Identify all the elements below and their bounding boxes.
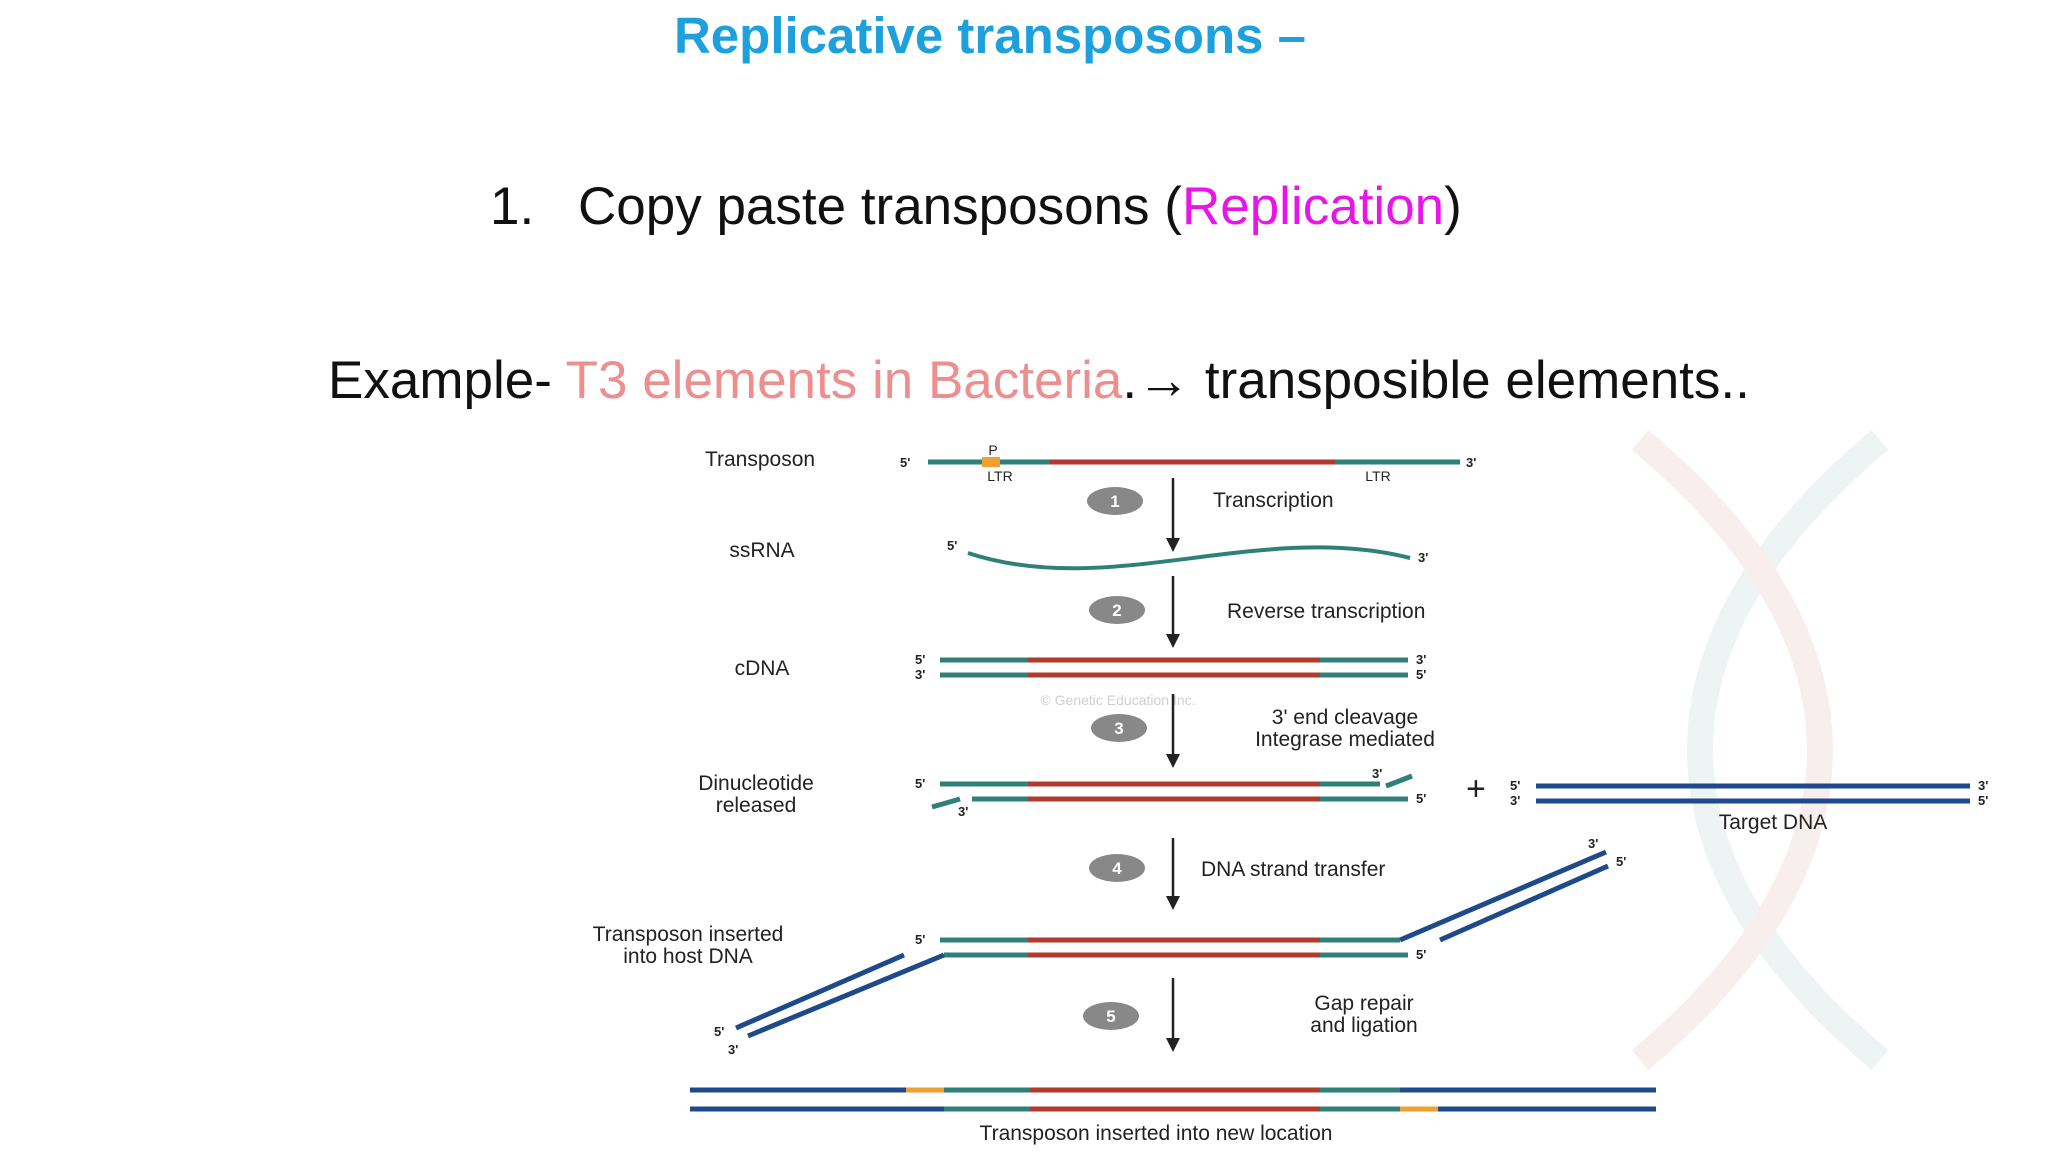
list-item-copy-paste: 1. Copy paste transposons (Replication)	[490, 176, 1462, 237]
step-number: 1	[1110, 492, 1119, 511]
label-final: Transposon inserted into new location	[980, 1122, 1333, 1145]
end-5-r5d: 5'	[1616, 854, 1626, 869]
example-line: Example- T3 elements in Bacteria.→ trans…	[328, 350, 1750, 411]
label-ltr-right: LTR	[1365, 468, 1390, 484]
step-1: 1 Transcription	[1087, 478, 1334, 552]
cleaved-cdna	[931, 773, 1413, 810]
ssrna-strand	[967, 545, 1411, 571]
step-label: DNA strand transfer	[1201, 858, 1385, 881]
label-p: P	[988, 442, 997, 458]
background-helix	[1631, 430, 1889, 1070]
end-5-r1: 5'	[900, 455, 910, 470]
label-dinucleotide-1: Dinucleotide	[698, 772, 814, 795]
arrow-down-icon	[1166, 1038, 1180, 1052]
step-label: Reverse transcription	[1227, 600, 1425, 623]
arrow-down-icon	[1166, 754, 1180, 768]
example-arrow: .→	[1122, 351, 1191, 410]
end-3-r3a: 3'	[915, 667, 925, 682]
plus-sign: +	[1466, 770, 1486, 808]
example-highlight: T3 elements in Bacteria	[565, 351, 1123, 410]
transposon-dna	[928, 457, 1460, 467]
end-5-r5a: 5'	[915, 932, 925, 947]
end-3-r5f: 3'	[728, 1042, 738, 1057]
label-cdna: cDNA	[735, 657, 790, 680]
step-label: Transcription	[1213, 489, 1334, 512]
end-5-r2: 5'	[947, 538, 957, 553]
step-2: 2 Reverse transcription	[1089, 576, 1425, 648]
step-number: 4	[1112, 859, 1122, 878]
end-3-r4d: 3'	[1978, 778, 1988, 793]
end-5-r4b: 5'	[1416, 791, 1426, 806]
end-3-r5c: 3'	[1588, 836, 1598, 851]
step-number: 3	[1114, 719, 1123, 738]
step-4: 4 DNA strand transfer	[1089, 838, 1385, 910]
step-label-line2: Integrase mediated	[1255, 728, 1435, 751]
end-3-r4b: 3'	[1372, 766, 1382, 781]
step-label-line1: 3' end cleavage	[1272, 706, 1418, 729]
end-3-r2: 3'	[1418, 550, 1428, 565]
label-transposon: Transposon	[705, 448, 815, 471]
step-badge	[1091, 714, 1147, 742]
end-3-r3b: 3'	[1416, 652, 1426, 667]
step-badge	[1083, 1002, 1139, 1030]
step-label-line2: and ligation	[1310, 1014, 1417, 1037]
end-5-r5b: 5'	[1416, 947, 1426, 962]
list-close: )	[1444, 177, 1462, 236]
end-5-r3b: 5'	[1416, 667, 1426, 682]
step-badge	[1089, 854, 1145, 882]
list-number: 1.	[490, 177, 535, 236]
arrow-down-icon	[1166, 634, 1180, 648]
list-text: Copy paste transposons (	[578, 177, 1182, 236]
cdna-strands	[940, 657, 1408, 678]
promoter-marker	[982, 457, 1000, 467]
list-highlight: Replication	[1181, 177, 1445, 236]
step-number: 5	[1106, 1007, 1115, 1026]
final-dna	[690, 1087, 1656, 1112]
slide-title: Replicative transposons –	[673, 7, 1307, 64]
arrow-down-icon	[1166, 538, 1180, 552]
step-badge	[1087, 487, 1143, 515]
label-target-dna: Target DNA	[1719, 811, 1828, 834]
end-5-r4c: 5'	[1510, 778, 1520, 793]
step-number: 2	[1112, 601, 1121, 620]
label-dinucleotide-2: released	[716, 794, 797, 817]
end-5-r4d: 5'	[1978, 793, 1988, 808]
end-3-r4c: 3'	[1510, 793, 1520, 808]
watermark: © Genetic Education Inc.	[1040, 692, 1195, 708]
label-inserted-1: Transposon inserted	[593, 923, 784, 946]
target-dna	[1536, 783, 1970, 804]
label-ssrna: ssRNA	[729, 539, 794, 562]
example-prefix: Example-	[328, 351, 566, 410]
inserted-host-dna	[735, 849, 1610, 1039]
label-inserted-2: into host DNA	[623, 945, 753, 968]
end-5-r5e: 5'	[714, 1024, 724, 1039]
step-5: 5 Gap repair and ligation	[1083, 978, 1418, 1052]
label-ltr-left: LTR	[987, 468, 1012, 484]
step-3: 3 3' end cleavage Integrase mediated	[1091, 694, 1435, 768]
end-5-r3a: 5'	[915, 652, 925, 667]
end-3-r4a: 3'	[958, 804, 968, 819]
end-3-r1: 3'	[1466, 455, 1476, 470]
step-label-line1: Gap repair	[1314, 992, 1413, 1015]
end-5-r4a: 5'	[915, 776, 925, 791]
arrow-down-icon	[1166, 896, 1180, 910]
example-suffix: transposible elements..	[1190, 351, 1750, 410]
step-badge	[1089, 596, 1145, 624]
